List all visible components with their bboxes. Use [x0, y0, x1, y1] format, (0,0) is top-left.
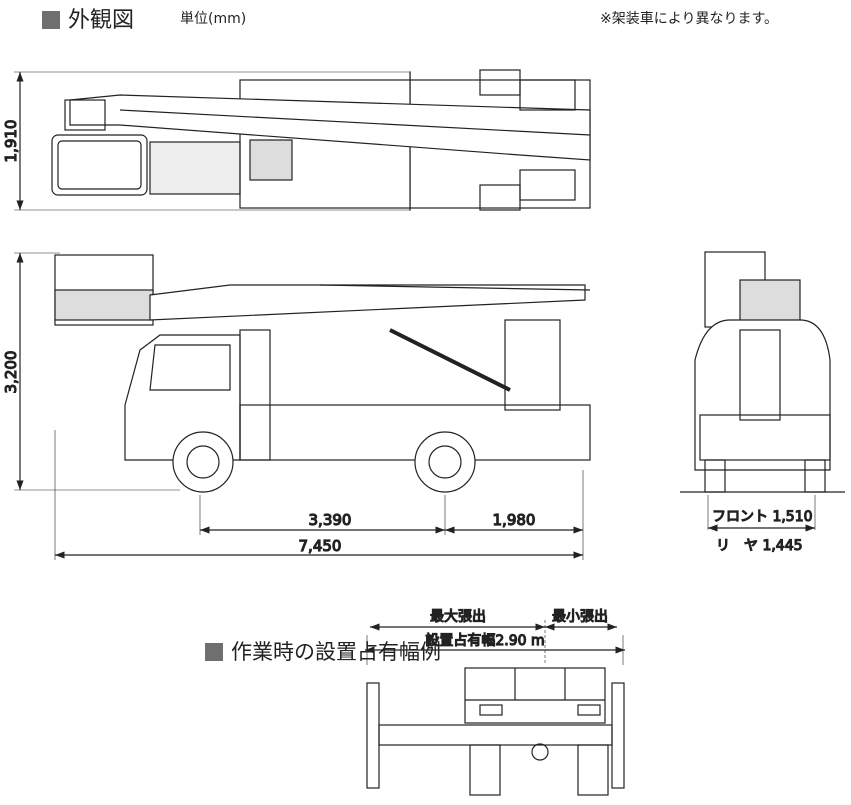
dim-rear-overhang: 1,980 — [493, 511, 536, 529]
square-bullet-icon — [42, 11, 60, 29]
top-view — [14, 69, 591, 211]
work-section-title-text: 作業時の設置占有幅例 — [231, 640, 441, 664]
note-label: ※架装車により異なります。 — [600, 11, 779, 27]
side-view — [14, 252, 591, 560]
rear-view — [680, 251, 845, 532]
work-view — [365, 620, 625, 796]
dim-wheelbase: 3,390 — [309, 511, 352, 529]
label-occupied-width: 設置占有幅2.90 m — [425, 633, 544, 649]
square-bullet-icon — [205, 643, 223, 661]
section-title-text: 外観図 — [68, 8, 135, 33]
dim-front-tread: フロント 1,510 — [712, 509, 813, 525]
dim-overall-length: 7,450 — [299, 537, 342, 555]
label-min-outrigger: 最小張出 — [552, 609, 608, 625]
dim-height: 3,200 — [2, 351, 20, 394]
dim-top-width: 1,910 — [2, 120, 20, 163]
work-section-title: 作業時の設置占有幅例 — [205, 636, 441, 666]
dim-rear-tread: リ ヤ 1,445 — [716, 538, 803, 554]
unit-label: 単位(mm) — [180, 11, 247, 27]
label-max-outrigger: 最大張出 — [430, 609, 486, 625]
section-title: 外観図 — [42, 2, 134, 34]
